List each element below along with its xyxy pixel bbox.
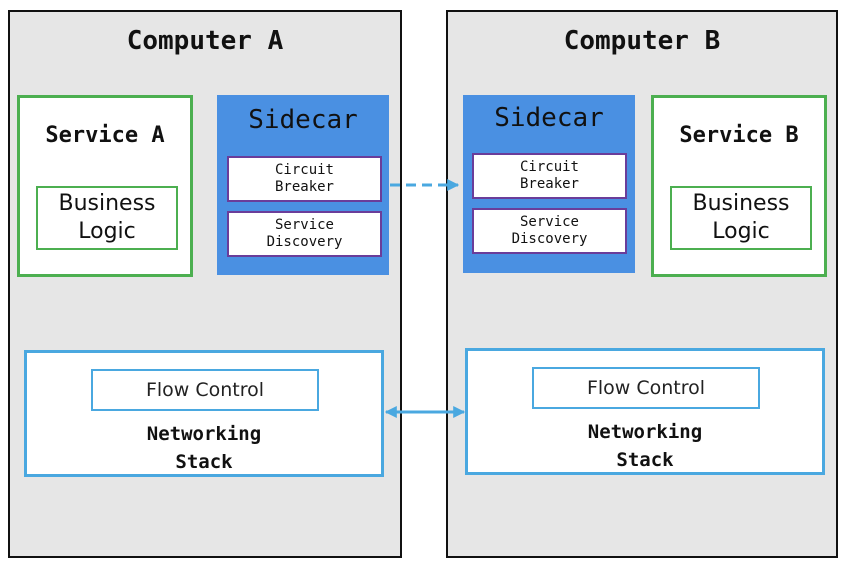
flow-control-a: Flow Control [91,369,319,411]
service-a-title: Service A [45,123,165,148]
service-b-title: Service B [679,123,799,148]
sidecar-a-title: Sidecar [248,105,358,135]
computer-b-title: Computer B [563,26,721,56]
computer-a-title: Computer A [126,26,284,56]
flow-control-b: Flow Control [532,367,760,409]
sidecar-b-title: Sidecar [494,103,604,133]
